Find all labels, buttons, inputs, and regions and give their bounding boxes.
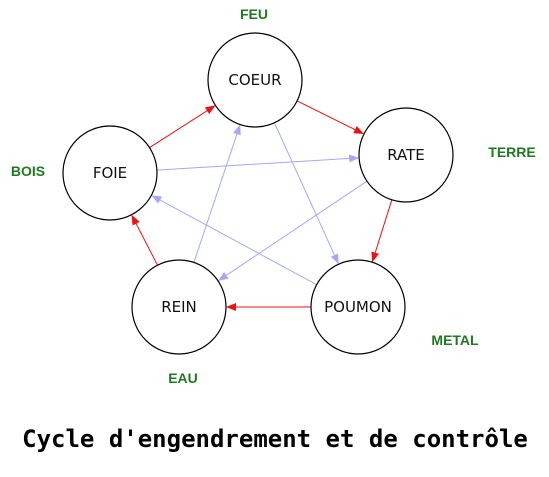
node-rate-label: RATE — [387, 146, 425, 164]
element-label-bois: BOIS — [11, 163, 45, 179]
node-rate: RATE — [358, 107, 454, 203]
engendrement-arrow-coeur-to-rate — [296, 100, 364, 135]
node-foie-circle — [62, 125, 158, 221]
edges-layer — [131, 100, 393, 311]
engendrement-arrow-rate-to-poumon — [371, 199, 393, 263]
node-foie: FOIE — [62, 125, 158, 221]
element-label-feu: FEU — [240, 6, 268, 22]
node-rein: REIN — [131, 259, 227, 355]
controle-arrow-foie-to-rate — [156, 154, 360, 171]
node-rein-label: REIN — [161, 298, 197, 316]
node-poumon-circle — [310, 259, 406, 355]
diagram-caption: Cycle d'engendrement et de contrôle — [22, 425, 528, 453]
node-coeur: COEUR — [207, 32, 303, 128]
element-label-metal: METAL — [431, 332, 479, 348]
controle-arrow-rein-to-coeur — [193, 124, 241, 263]
node-rate-circle — [358, 107, 454, 203]
node-rein-circle — [131, 259, 227, 355]
node-coeur-label: COEUR — [228, 71, 281, 89]
controle-arrow-rate-to-rein — [218, 180, 368, 281]
node-poumon: POUMON — [310, 259, 406, 355]
element-label-eau: EAU — [168, 370, 198, 386]
element-labels: FEU TERRE METAL EAU BOIS — [11, 6, 536, 386]
engendrement-arrow-rein-to-foie — [131, 214, 158, 266]
controle-arrow-coeur-to-poumon — [273, 122, 339, 265]
nodes-layer: COEUR RATE POUMON REIN FOIE — [62, 32, 454, 355]
node-foie-label: FOIE — [93, 164, 127, 182]
engendrement-arrow-foie-to-coeur — [149, 105, 216, 149]
element-label-terre: TERRE — [488, 144, 535, 160]
controle-arrow-poumon-to-foie — [151, 195, 317, 286]
node-coeur-circle — [207, 32, 303, 128]
node-poumon-label: POUMON — [324, 298, 392, 316]
